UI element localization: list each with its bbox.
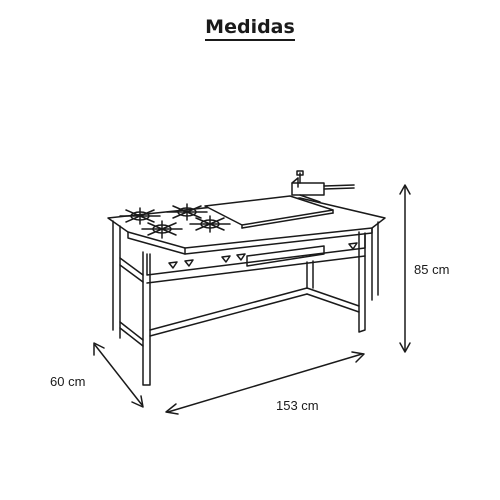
height-arrow (399, 184, 411, 353)
burner-back-left (119, 207, 161, 225)
griddle-plate (204, 195, 334, 229)
width-label: 153 cm (276, 398, 319, 413)
depth-arrow (93, 342, 144, 408)
title-text: Medidas (205, 16, 295, 41)
width-arrow (165, 351, 365, 415)
burner-back-right (166, 203, 208, 221)
page-title: Medidas (0, 16, 500, 41)
burner-front-left (141, 220, 183, 239)
depth-label: 60 cm (50, 374, 86, 389)
griddle-drawer (246, 245, 325, 267)
control-knobs (168, 242, 358, 269)
lower-frame (119, 257, 360, 347)
height-label: 85 cm (414, 262, 450, 277)
table-legs (112, 220, 379, 386)
burner-front-right (189, 215, 231, 233)
fryer-pan (291, 170, 355, 203)
